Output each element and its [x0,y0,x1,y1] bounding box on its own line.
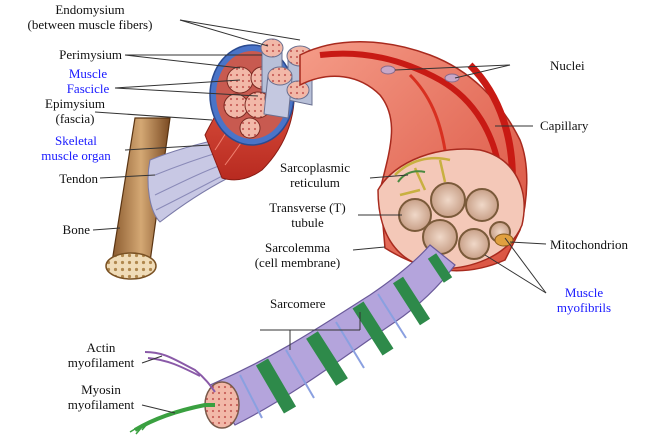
label-myosin-line1: Myosin [60,382,142,397]
label-perimysium: Perimysium [20,47,122,62]
label-nuclei-text: Nuclei [550,58,585,73]
label-capillary: Capillary [540,118,588,133]
myofibril-tube [205,245,455,428]
label-muscle-myofibrils: Muscle myofibrils [548,285,620,315]
leader-sarcolemma [353,247,385,250]
label-perimysium-text: Perimysium [20,47,122,62]
label-endomysium-line1: Endomysium [3,2,177,17]
label-sarcolemma-line2: (cell membrane) [240,255,355,270]
label-endomysium: Endomysium (between muscle fibers) [3,2,177,32]
leader-myofibrils [485,255,546,293]
label-sarcomere-text: Sarcomere [270,296,326,311]
label-epimysium-line2: (fascia) [30,111,120,126]
label-sarcoplasmic-reticulum: Sarcoplasmic reticulum [260,160,370,190]
label-sarcoplasmic-line1: Sarcoplasmic [260,160,370,175]
label-t-tubule-line2: tubule [255,215,360,230]
label-sarcolemma: Sarcolemma (cell membrane) [240,240,355,270]
leader-endomysium-2 [180,20,300,40]
label-muscle-fascicle: Muscle Fascicle [58,66,118,96]
label-myosin-line2: myofilament [60,397,142,412]
label-skeletal-line2: muscle organ [28,148,124,163]
label-actin-line2: myofilament [60,355,142,370]
label-bone: Bone [40,222,90,237]
label-actin-myofilament: Actin myofilament [60,340,142,370]
label-myosin-myofilament: Myosin myofilament [60,382,142,412]
label-sarcomere: Sarcomere [270,296,326,311]
label-mitochondrion-text: Mitochondrion [550,237,628,252]
label-endomysium-line2: (between muscle fibers) [3,17,177,32]
fiber-cross-section [378,149,524,269]
label-bone-text: Bone [40,222,90,237]
label-nuclei: Nuclei [550,58,585,73]
label-tendon: Tendon [30,171,98,186]
label-skeletal-line1: Skeletal [28,133,124,148]
leader-myofibrils-2 [505,238,546,293]
leader-bone [93,228,120,230]
label-myofibrils-line1: Muscle [548,285,620,300]
leader-mitochondrion [510,242,546,244]
label-epimysium: Epimysium (fascia) [30,96,120,126]
label-skeletal-muscle-organ: Skeletal muscle organ [28,133,124,163]
myosin-filament [130,405,215,434]
label-t-tubule-line1: Transverse (T) [255,200,360,215]
label-sarcolemma-line1: Sarcolemma [240,240,355,255]
label-capillary-text: Capillary [540,118,588,133]
label-tendon-text: Tendon [30,171,98,186]
label-sarcoplasmic-line2: reticulum [260,175,370,190]
label-muscle-fascicle-line1: Muscle [58,66,118,81]
label-muscle-fascicle-line2: Fascicle [58,81,118,96]
label-mitochondrion: Mitochondrion [550,237,628,252]
label-t-tubule: Transverse (T) tubule [255,200,360,230]
label-epimysium-line1: Epimysium [30,96,120,111]
label-actin-line1: Actin [60,340,142,355]
leader-myosin [142,405,175,413]
label-myofibrils-line2: myofibrils [548,300,620,315]
leader-endomysium [180,20,268,46]
